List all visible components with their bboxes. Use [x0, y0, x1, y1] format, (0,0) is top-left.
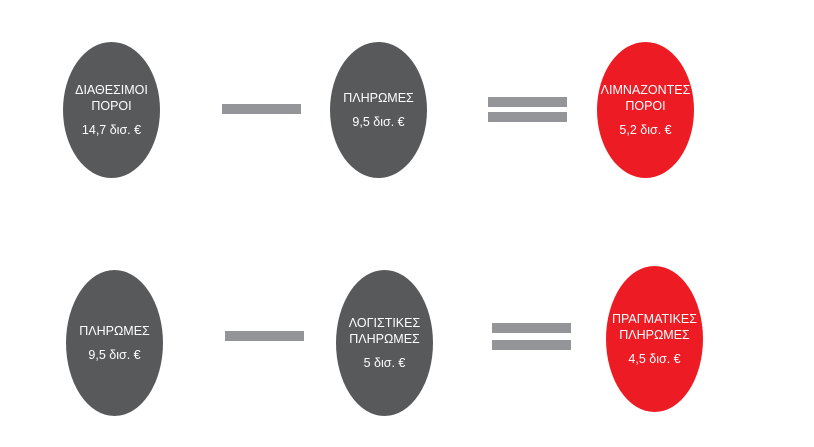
available-resources-circle: ΔΙΑΘΕΣΙΜΟΙ ΠΟΡΟΙ 14,7 δισ. €	[63, 42, 160, 178]
equals-bar-top	[488, 97, 567, 107]
circle-value: 5,2 δισ. €	[619, 123, 672, 137]
equals-bar-top	[492, 323, 571, 333]
equals-bar-bottom	[488, 112, 567, 122]
circle-label: ΔΙΑΘΕΣΙΜΟΙ ΠΟΡΟΙ	[75, 83, 148, 113]
circle-value: 9,5 δισ. €	[352, 115, 405, 129]
circle-label: ΠΛΗΡΩΜΕΣ	[79, 324, 150, 338]
accounting-payments-circle: ΛΟΓΙΣΤΙΚΕΣ ΠΛΗΡΩΜΕΣ 5 δισ. €	[336, 270, 433, 416]
equals-bar-bottom	[492, 340, 571, 350]
circle-label: ΠΛΗΡΩΜΕΣ	[343, 91, 414, 105]
circle-label: ΠΡΑΓΜΑΤΙΚΕΣ ΠΛΗΡΩΜΕΣ	[612, 312, 697, 342]
circle-value: 4,5 δισ. €	[628, 352, 681, 366]
minus-sign	[225, 331, 304, 341]
circle-label: ΛΙΜΝΑΖΟΝΤΕΣ ΠΟΡΟΙ	[600, 83, 691, 113]
actual-payments-circle: ΠΡΑΓΜΑΤΙΚΕΣ ΠΛΗΡΩΜΕΣ 4,5 δισ. €	[606, 266, 703, 412]
circle-value: 5 δισ. €	[363, 356, 406, 370]
circle-value: 14,7 δισ. €	[81, 123, 142, 137]
payments-circle: ΠΛΗΡΩΜΕΣ 9,5 δισ. €	[66, 270, 163, 416]
circle-value: 9,5 δισ. €	[88, 348, 141, 362]
idle-resources-circle: ΛΙΜΝΑΖΟΝΤΕΣ ΠΟΡΟΙ 5,2 δισ. €	[597, 42, 694, 178]
payments-circle: ΠΛΗΡΩΜΕΣ 9,5 δισ. €	[330, 42, 427, 178]
circle-label: ΛΟΓΙΣΤΙΚΕΣ ΠΛΗΡΩΜΕΣ	[348, 316, 421, 346]
minus-sign	[222, 104, 301, 114]
